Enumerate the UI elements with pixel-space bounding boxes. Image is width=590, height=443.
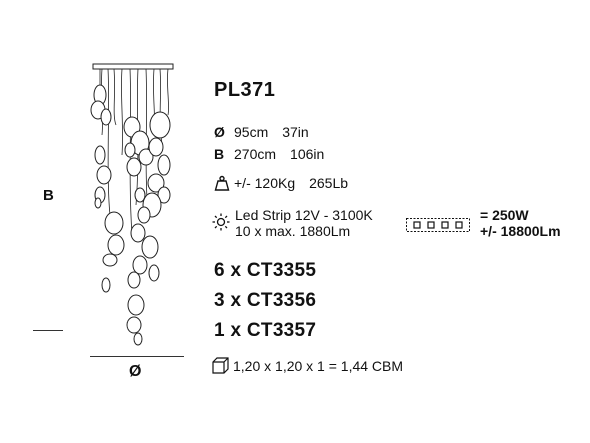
- weight-kg: +/- 120Kg: [234, 175, 296, 191]
- weight-lb: 265Lb: [309, 175, 349, 191]
- height-label: B: [43, 187, 54, 204]
- led-lumen: +/- 18800Lm: [480, 223, 561, 239]
- part-item-2: 3 x CT3356: [214, 290, 317, 311]
- led-strip-icon: [406, 218, 470, 232]
- led-power: = 250W: [480, 207, 529, 223]
- height-cm: 270cm: [234, 146, 277, 162]
- weight-icon: [214, 175, 230, 191]
- height-dimension-line: [33, 330, 63, 331]
- height-in: 106in: [290, 146, 325, 162]
- diameter-symbol: Ø: [214, 124, 225, 140]
- diameter-label: Ø: [129, 363, 142, 380]
- diameter-dimension-line: [90, 356, 184, 357]
- diameter-cm: 95cm: [234, 124, 269, 140]
- height-row: B 270cm 106in: [214, 146, 324, 162]
- part-item-1: 6 x CT3355: [214, 260, 317, 281]
- packaging-volume: 1,20 x 1,20 x 1 = 1,44 CBM: [233, 358, 404, 374]
- chandelier-drawing: [90, 63, 174, 346]
- led-spec-line2: 10 x max. 1880Lm: [235, 223, 351, 239]
- light-icon: [212, 213, 230, 231]
- led-spec-line1: Led Strip 12V - 3100K: [235, 207, 373, 223]
- height-symbol: B: [214, 146, 225, 162]
- box-icon: [212, 357, 229, 374]
- diameter-in: 37in: [282, 124, 309, 140]
- model-title: PL371: [214, 79, 276, 101]
- diameter-row: Ø 95cm 37in: [214, 124, 309, 140]
- weight-row: +/- 120Kg 265Lb: [214, 175, 348, 191]
- part-item-3: 1 x CT3357: [214, 320, 317, 341]
